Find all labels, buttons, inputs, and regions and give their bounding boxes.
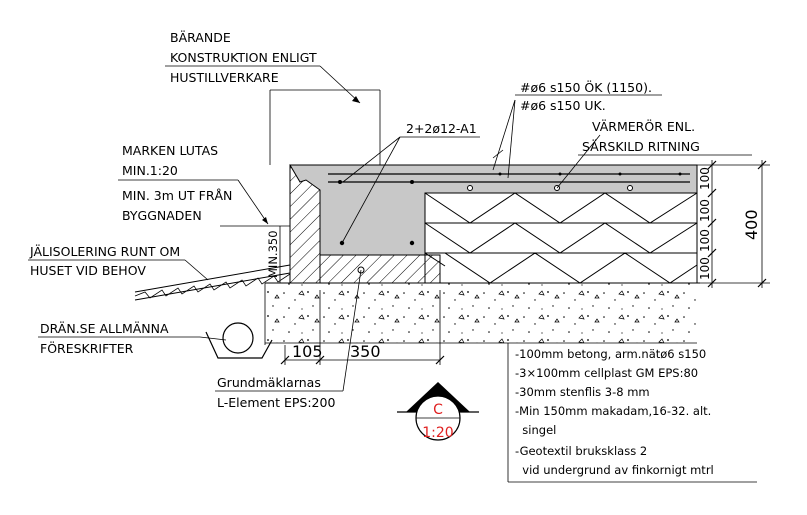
gravel-bed [264, 282, 700, 345]
label-dran: DRÄN.SE ALLMÄNNA FÖRESKRIFTER [38, 321, 227, 356]
grundmaklarnas-line-1: Grundmäklarnas [217, 375, 321, 390]
reinf-top-label: #ø6 s150 ÖK (1150). [520, 79, 652, 95]
barande-line-1: BÄRANDE [170, 30, 231, 45]
dim-layer-top: 100 [698, 167, 712, 190]
spec-item-1: -100mm betong, arm.nätø6 s150 [515, 347, 706, 361]
drain-pipe [205, 322, 273, 359]
dim-layer-4: 100 [698, 257, 712, 280]
dim-layer-2: 100 [698, 199, 712, 222]
spec-item-5: singel [515, 423, 556, 437]
section-letter: C [433, 402, 443, 418]
dran-line-1: DRÄN.SE ALLMÄNNA [40, 321, 169, 336]
spec-item-6: -Geotextil bruksklass 2 [515, 444, 647, 458]
label-reinforcement: #ø6 s150 ÖK (1150). #ø6 s150 UK. [492, 79, 662, 179]
barande-line-2: KONSTRUKTION ENLIGT [170, 50, 317, 65]
reinf-bottom-label: #ø6 s150 UK. [520, 98, 606, 113]
label-marken: MARKEN LUTAS MIN.1:20 MIN. 3m UT FRÅN BY… [118, 143, 269, 225]
label-varmeror: VÄRMERÖR ENL. SÄRSKILD RITNING [556, 118, 752, 189]
barande-line-3: HUSTILLVERKARE [170, 70, 279, 85]
spec-list: -100mm betong, arm.nätø6 s150 -3×100mm c… [507, 343, 757, 483]
section-scale: 1:20 [422, 425, 453, 441]
section-marker: C 1:20 [397, 382, 479, 441]
label-jalisolering: JÄLISOLERING RUNT OM HUSET VID BEHOV [28, 244, 209, 281]
eps-insulation-layers [424, 192, 698, 284]
spec-item-7: vid undergrund av finkornigt mtrl [515, 463, 714, 477]
min350-dimension: MIN.350 [266, 226, 281, 283]
dran-line-2: FÖRESKRIFTER [40, 340, 134, 356]
marken-line-4: BYGGNADEN [122, 208, 202, 223]
concrete-slab [289, 164, 698, 256]
label-grundmaklarnas: Grundmäklarnas L-Element EPS:200 [215, 266, 365, 410]
dim-105: 105 [292, 342, 323, 361]
label-rebar: 2+2ø12-A1 [341, 121, 480, 244]
l-element-eps200 [289, 164, 441, 284]
jalisolering-line-1: JÄLISOLERING RUNT OM [29, 244, 180, 259]
dim-total-400: 400 [742, 209, 761, 240]
bottom-dimensions: 105 350 [280, 290, 445, 365]
ground-slope [134, 225, 291, 301]
varmeror-line-1: VÄRMERÖR ENL. [592, 118, 695, 134]
jalisolering-line-2: HUSET VID BEHOV [30, 263, 146, 278]
dim-350: 350 [350, 342, 381, 361]
varmeror-line-2: SÄRSKILD RITNING [582, 139, 700, 154]
grundmaklarnas-line-2: L-Element EPS:200 [217, 395, 335, 410]
rebar-label: 2+2ø12-A1 [406, 121, 477, 136]
spec-item-3: -30mm stenflis 3-8 mm [515, 385, 650, 399]
spec-item-4: -Min 150mm makadam,16-32. alt. [515, 404, 711, 418]
right-dimensions: 100 100 100 100 400 [697, 160, 770, 288]
marken-line-2: MIN.1:20 [122, 163, 178, 178]
dim-layer-3: 100 [698, 229, 712, 252]
min350-label: MIN.350 [266, 230, 280, 278]
label-barande: BÄRANDE KONSTRUKTION ENLIGT HUSTILLVERKA… [165, 30, 381, 165]
spec-item-2: -3×100mm cellplast GM EPS:80 [515, 366, 698, 380]
marken-line-1: MARKEN LUTAS [122, 143, 218, 158]
marken-line-3: MIN. 3m UT FRÅN [122, 188, 232, 203]
